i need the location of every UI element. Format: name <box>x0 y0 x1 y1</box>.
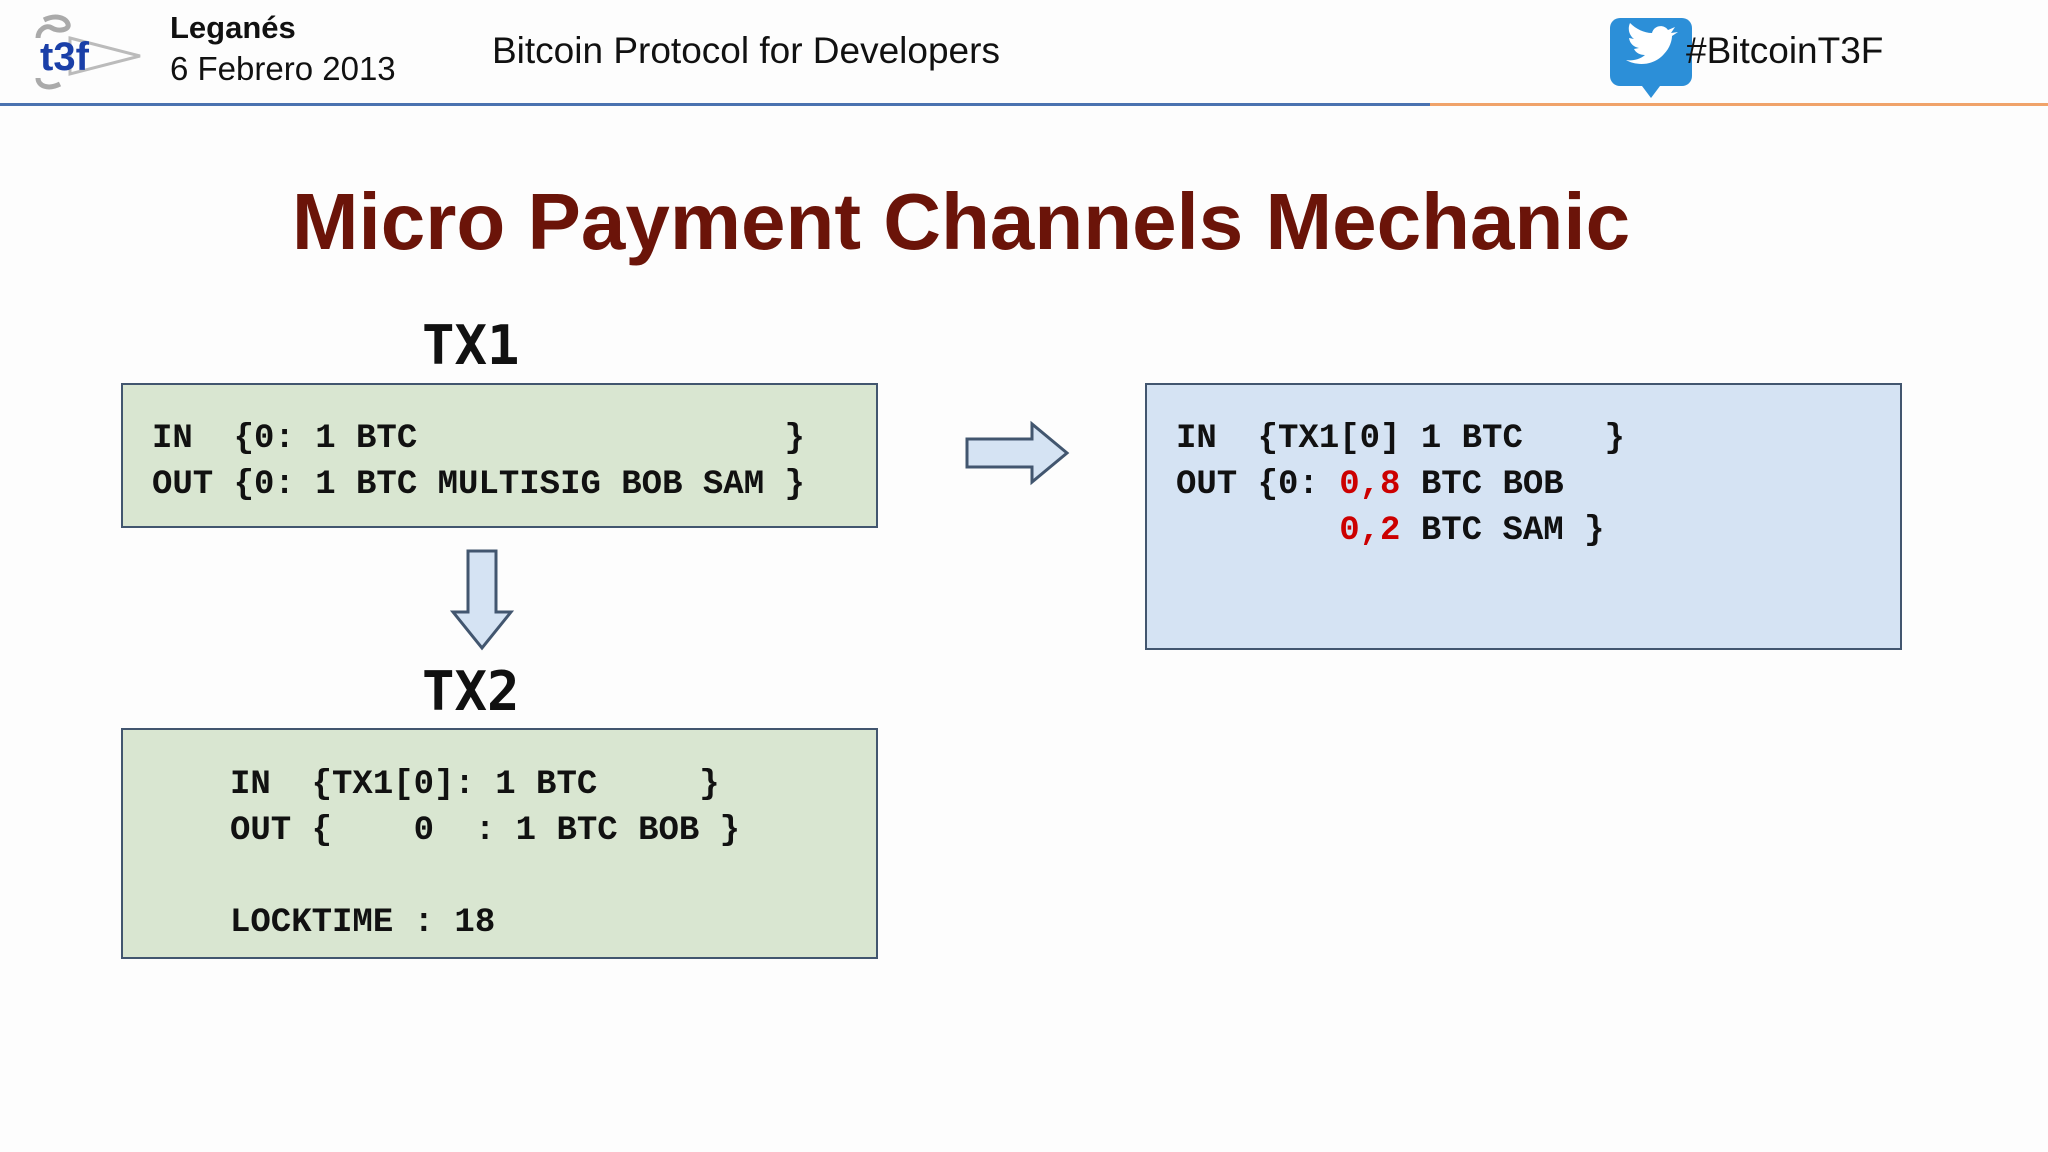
arrow-right-icon <box>965 420 1070 486</box>
refund-tx-code: IN {TX1[0] 1 BTC } OUT {0: 0,8 BTC BOB 0,… <box>1176 416 1625 554</box>
amount-bob: 0,8 <box>1339 466 1401 504</box>
slide-title: Micro Payment Channels Mechanic <box>291 177 1631 266</box>
tx2-blank-line: ​ <box>230 854 740 900</box>
refund-sam-suffix: BTC SAM } <box>1400 512 1605 550</box>
talk-title: Bitcoin Protocol for Developers <box>492 30 1000 71</box>
twitter-bird-icon <box>1610 18 1692 98</box>
hashtag: #BitcoinT3F <box>1686 30 1884 71</box>
tx1-in-line: IN {0: 1 BTC } <box>152 420 805 458</box>
header-date: 6 Febrero 2013 <box>170 50 396 87</box>
refund-tx-box <box>1145 383 1902 650</box>
refund-out-prefix: OUT {0: <box>1176 466 1340 504</box>
tx1-code: IN {0: 1 BTC } OUT {0: 1 BTC MULTISIG BOB… <box>152 416 805 508</box>
tx1-out-line: OUT {0: 1 BTC MULTISIG BOB SAM } <box>152 466 805 504</box>
tx2-box <box>121 728 878 959</box>
header-divider-blue <box>0 103 1430 106</box>
tx2-code: IN {TX1[0]: 1 BTC } OUT { 0 : 1 BTC BOB }… <box>230 762 740 946</box>
header-location: Leganés <box>170 10 296 45</box>
tx2-locktime-line: LOCKTIME : 18 <box>230 904 496 942</box>
tx2-in-line: IN {TX1[0]: 1 BTC } <box>230 766 720 804</box>
refund-in-line: IN {TX1[0] 1 BTC } <box>1176 420 1625 458</box>
tx1-label: TX1 <box>422 314 520 377</box>
header-divider-orange <box>1430 103 2048 106</box>
svg-text:t3f: t3f <box>40 35 90 79</box>
tx1-box <box>121 383 878 528</box>
refund-out-line-bob: OUT {0: 0,8 BTC BOB <box>1176 462 1625 508</box>
refund-bob-suffix: BTC BOB <box>1400 466 1564 504</box>
refund-indent <box>1176 512 1339 550</box>
t3f-logo: t3f <box>35 14 141 90</box>
refund-out-line-sam: 0,2 BTC SAM } <box>1176 508 1625 554</box>
tx2-out-line: OUT { 0 : 1 BTC BOB } <box>230 812 741 850</box>
amount-sam: 0,2 <box>1339 512 1401 550</box>
tx2-label: TX2 <box>422 660 520 723</box>
arrow-down-icon <box>450 549 514 651</box>
